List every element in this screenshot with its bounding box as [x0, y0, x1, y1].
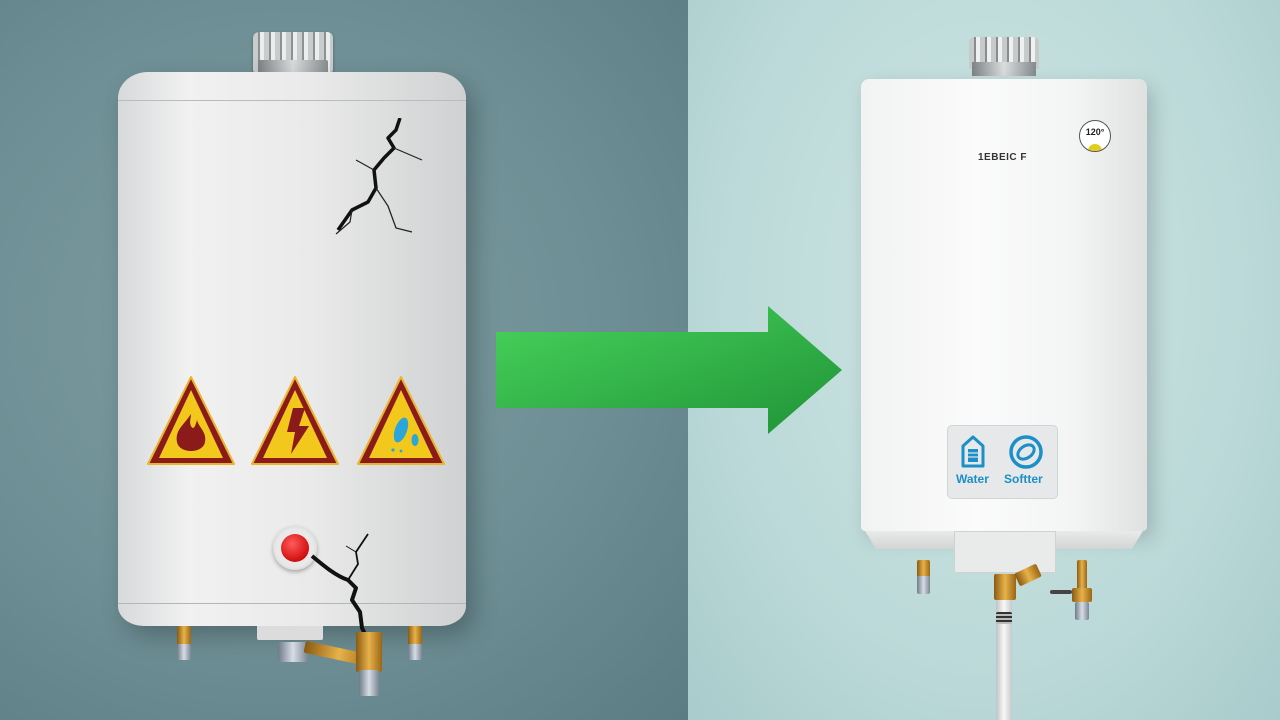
new-right-pipe	[1077, 560, 1087, 594]
valve-outlet	[359, 670, 379, 696]
leak-warning-icon	[357, 376, 445, 465]
brass-valve-body	[356, 632, 382, 672]
old-flue-collar	[258, 60, 328, 74]
new-left-fitting	[917, 576, 930, 594]
right-arrow-icon	[496, 306, 842, 434]
drain-cylinder	[278, 642, 308, 662]
panel-label-softter: Softter	[1004, 472, 1043, 486]
new-left-pipe	[917, 560, 930, 578]
valve-lever	[1050, 590, 1072, 594]
old-valve-housing	[257, 626, 323, 640]
brand-label: 1ЕBEIC F	[978, 152, 1028, 163]
warning-signs	[145, 374, 445, 470]
left-inlet-pipe	[177, 626, 191, 646]
new-right-valve	[1072, 588, 1092, 602]
new-center-valve	[994, 574, 1016, 600]
electrical-warning-icon	[251, 376, 339, 465]
new-heater-connection-box	[954, 531, 1056, 573]
right-inlet-fitting	[408, 644, 422, 660]
panel-label-water: Water	[956, 472, 989, 486]
crack-top-icon	[335, 118, 423, 235]
white-supply-pipe	[996, 600, 1012, 720]
temperature-display: 120°	[1079, 120, 1111, 152]
softener-disc-icon	[1009, 435, 1043, 469]
tank-bottom-seam	[118, 603, 466, 604]
right-inlet-pipe	[408, 626, 422, 646]
red-button	[273, 526, 317, 570]
house-tank-icon	[961, 435, 985, 468]
crack-bottom-icon	[310, 533, 369, 637]
fire-warning-icon	[147, 376, 235, 465]
water-softener-panel: Water Softter	[947, 425, 1058, 499]
left-inlet-fitting	[177, 644, 191, 660]
tank-top-seam	[118, 100, 466, 101]
pipe-ribbing	[996, 612, 1012, 624]
new-flue-collar	[972, 62, 1036, 76]
new-right-fitting	[1075, 602, 1089, 620]
